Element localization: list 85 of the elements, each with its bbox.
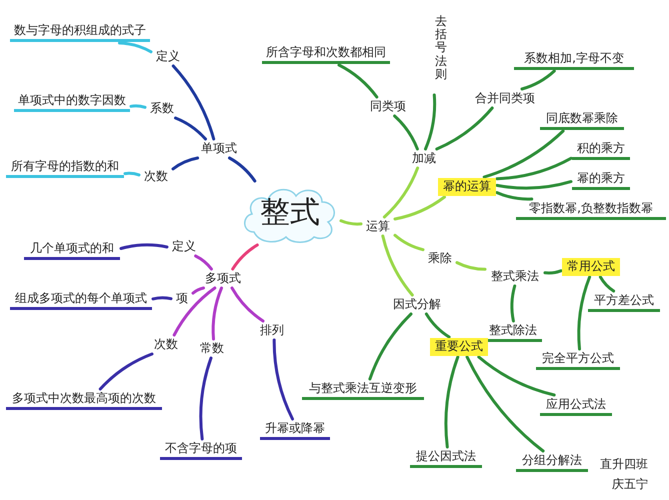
leaf-text: 完全平方公式 [536, 350, 620, 370]
branch-line [98, 352, 154, 390]
branch-line [174, 116, 207, 140]
branch-line [172, 156, 200, 170]
branch-line [368, 312, 412, 380]
leaf-text: 所含字母和次数都相同 [262, 44, 390, 64]
branch-line [477, 356, 556, 396]
branch-line [496, 180, 572, 190]
branch-label: 乘除 [424, 250, 456, 267]
leaf-text: 不含字母的项 [160, 440, 242, 460]
branch-label: 多项式 [200, 270, 246, 287]
leaf-text: 单项式中的数字因数 [14, 92, 130, 112]
branch-line [172, 286, 216, 336]
branch-line [496, 156, 572, 180]
branch-line [230, 286, 264, 322]
branch-line [124, 172, 140, 176]
branch-line [496, 191, 534, 201]
branch-label: 合并同类项 [470, 90, 540, 107]
leaf-text: 零指数幂,负整数指数幂 [516, 200, 666, 220]
leaf-text: 平方差公式 [588, 292, 660, 312]
branch-line [598, 276, 616, 292]
branch-line [118, 42, 152, 54]
leaf-text: 几个单项式的和 [24, 240, 120, 260]
leaf-text: 分组分解法 [516, 452, 588, 472]
branch-line [510, 284, 516, 322]
leaf-text: 应用公式法 [540, 396, 612, 416]
branch-label: 定义 [168, 238, 200, 255]
leaf-text: 升幂或降幂 [260, 420, 330, 440]
leaf-text: 去括号法则 [432, 14, 450, 94]
branch-line [435, 106, 494, 150]
branch-line [424, 94, 436, 150]
branch-line [444, 356, 460, 448]
branch-line [577, 276, 592, 350]
leaf-text: 数与字母的积组成的式子 [10, 22, 150, 42]
leaf-text: 幂的乘方 [572, 170, 630, 190]
branch-line [130, 104, 146, 109]
branch-line [192, 286, 205, 295]
branch-label: 定义 [152, 48, 184, 65]
leaf-text: 所有字母的指数的和 [6, 158, 124, 178]
leaf-text: 同底数幂乘除 [540, 110, 624, 130]
branch-label: 常数 [196, 340, 228, 357]
branch-line [172, 64, 216, 140]
leaf-text: 积的乘方 [572, 140, 630, 160]
leaf-text: 组成多项式的每个单项式 [10, 290, 152, 310]
branch-line [394, 234, 424, 252]
signature-text: 庆五宁 [612, 476, 648, 493]
branch-label: 运算 [362, 218, 394, 235]
leaf-text: 系数相加,字母不变 [514, 50, 634, 70]
branch-label: 系数 [146, 100, 178, 117]
branch-line [338, 64, 378, 98]
branch-line [212, 286, 223, 340]
branch-label: 次数 [140, 168, 172, 185]
branch-line [394, 196, 446, 220]
branch-line [199, 356, 212, 440]
branch-line [466, 356, 545, 452]
branch-label: 项 [172, 290, 192, 307]
branch-line [231, 244, 259, 270]
branch-line [272, 338, 294, 420]
highlighted-branch-label: 常用公式 [562, 258, 620, 276]
highlighted-branch-label: 重要公式 [430, 338, 488, 356]
leaf-text: 多项式中次数最高项的次数 [6, 390, 162, 410]
leaf-text: 提公因式法 [410, 448, 482, 468]
branch-label: 排列 [256, 322, 288, 339]
branch-line [382, 166, 420, 218]
branch-line [120, 243, 168, 250]
branch-line [424, 312, 451, 338]
branch-line [456, 261, 486, 271]
branch-label: 整式乘法 [486, 268, 544, 285]
branch-line [228, 156, 256, 182]
branch-label: 单项式 [196, 140, 242, 157]
leaf-text: 与整式乘法互逆变形 [302, 380, 424, 400]
branch-line [520, 70, 556, 90]
branch-line [381, 234, 414, 296]
branch-line [393, 114, 419, 150]
branch-label: 加减 [408, 150, 440, 167]
signature-text: 直升四班 [600, 456, 648, 473]
branch-label: 同类项 [366, 98, 410, 115]
branch-line [340, 219, 362, 226]
branch-label: 次数 [150, 336, 182, 353]
branch-line [544, 269, 562, 275]
branch-line [482, 130, 565, 178]
branch-line [152, 296, 172, 300]
highlighted-branch-label: 幂的运算 [438, 178, 496, 196]
branch-label: 因式分解 [388, 296, 446, 313]
branch-line [194, 254, 213, 270]
